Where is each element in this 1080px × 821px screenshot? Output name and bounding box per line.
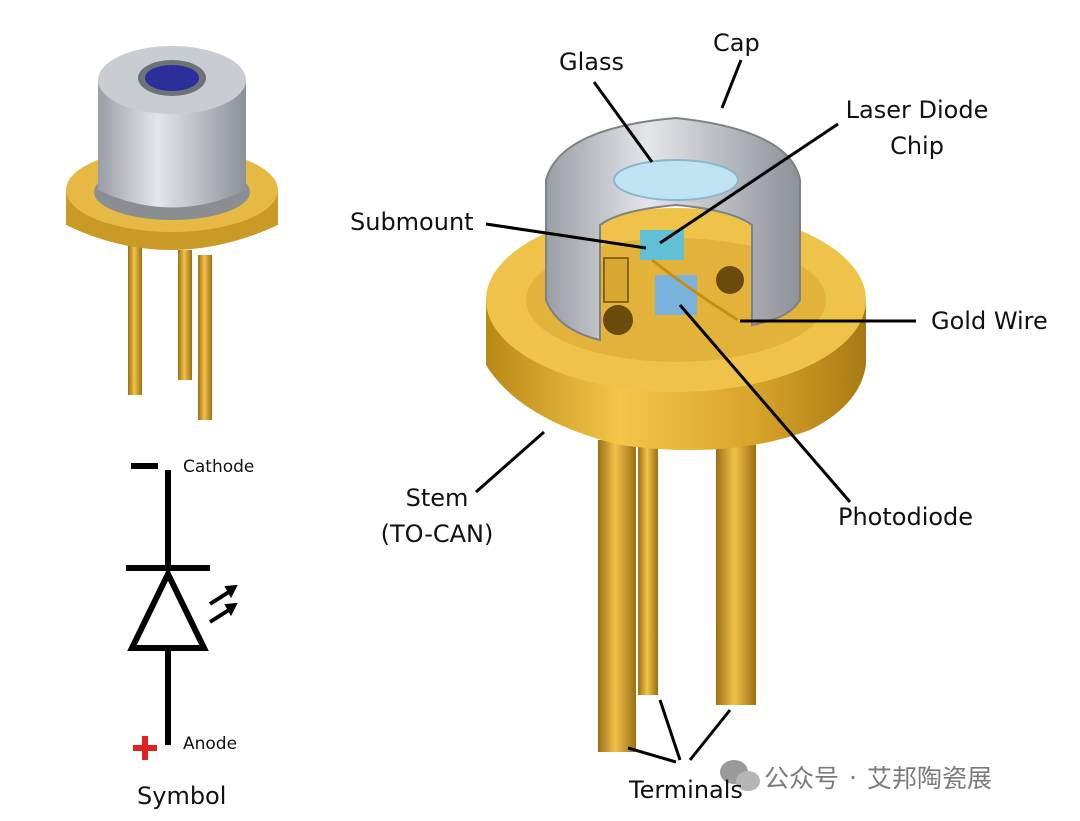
photodiode-block	[655, 275, 697, 315]
label-photodiode: Photodiode	[838, 503, 974, 531]
leader-terminals-middle	[658, 699, 682, 761]
gold-wire	[651, 258, 739, 322]
watermark-separator: ·	[849, 762, 857, 792]
watermark-name: 艾邦陶瓷展	[866, 764, 992, 793]
terminal-pin-middle	[638, 440, 658, 695]
wechat-icon	[720, 760, 760, 791]
label-laser-diode-chip-2: Chip	[890, 132, 944, 160]
label-glass: Glass	[559, 48, 624, 76]
leader-cap	[720, 59, 743, 109]
laser-chip	[640, 230, 684, 260]
photo-pin-right	[198, 255, 212, 420]
photo-window	[145, 65, 199, 91]
glass-window	[613, 159, 739, 201]
submount-post	[603, 257, 629, 303]
symbol-triangle	[127, 567, 209, 651]
watermark-account: 公众号	[764, 764, 840, 793]
leader-terminals-left	[627, 746, 677, 764]
label-anode: Anode	[183, 734, 238, 754]
leader-photodiode	[678, 304, 852, 503]
label-stem-2: (TO-CAN)	[380, 520, 494, 548]
leader-laser-diode-chip	[659, 122, 839, 245]
pin-hole-right	[716, 266, 744, 294]
pin-hole-left	[603, 305, 633, 335]
label-gold-wire: Gold Wire	[931, 307, 1048, 335]
leader-lines	[475, 59, 916, 764]
leader-terminals-right	[688, 709, 732, 761]
label-terminals: Terminals	[629, 776, 743, 804]
laser-diode-symbol	[126, 463, 238, 760]
terminal-pin-left	[598, 440, 636, 752]
label-cap: Cap	[713, 29, 760, 57]
leader-stem	[475, 430, 545, 494]
to-can-cutaway	[486, 116, 866, 752]
photo-cap-body	[98, 80, 246, 208]
label-laser-diode-chip-1: Laser Diode	[845, 96, 989, 124]
to-can-photo	[66, 46, 278, 420]
label-symbol: Symbol	[137, 782, 227, 810]
label-stem-1: Stem	[405, 484, 469, 512]
leader-submount	[485, 222, 647, 250]
photo-pin-middle	[178, 250, 192, 380]
label-cathode: Cathode	[183, 457, 255, 477]
terminal-pin-right	[716, 440, 756, 705]
label-submount: Submount	[350, 208, 474, 236]
watermark: 公众号 · 艾邦陶瓷展	[718, 760, 992, 794]
leader-glass	[592, 81, 654, 163]
photo-pin-left	[128, 240, 142, 395]
